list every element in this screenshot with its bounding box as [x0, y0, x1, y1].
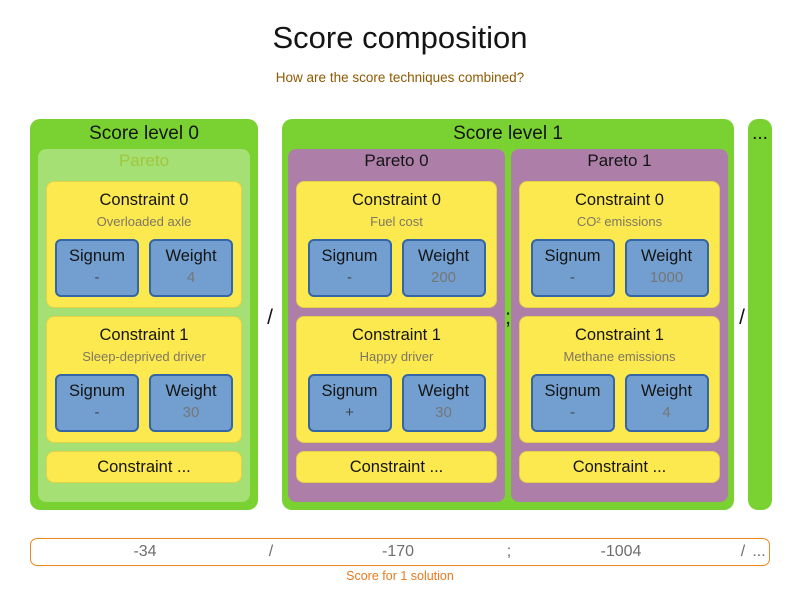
constraint-subtitle: Methane emissions: [563, 349, 676, 364]
constraint-more-box: Constraint ...: [519, 451, 720, 483]
weight-value: 30: [435, 404, 452, 421]
signum-weight-row: Signum - Weight 30: [47, 374, 241, 432]
constraint-subtitle: CO² emissions: [576, 214, 663, 229]
weight-value: 1000: [649, 269, 684, 286]
constraint-subtitle: Fuel cost: [370, 214, 423, 229]
score-bar: -34 / -170 ; -1004 / ...: [30, 538, 770, 566]
weight-label: Weight: [165, 382, 217, 400]
weight-value: 4: [186, 269, 196, 286]
score-separator: /: [740, 543, 746, 560]
weight-label: Weight: [417, 247, 470, 265]
weight-value: 4: [662, 404, 671, 421]
signum-label: Signum: [544, 247, 601, 265]
score-value-level0: -34: [133, 543, 157, 560]
weight-box: Weight 30: [401, 374, 486, 432]
signum-box: Signum -: [530, 374, 615, 432]
signum-value: -: [94, 404, 100, 421]
signum-box: Signum -: [530, 239, 615, 297]
constraint-more-title: Constraint ...: [97, 458, 191, 476]
signum-weight-row: Signum - Weight 4: [520, 374, 719, 432]
signum-value: -: [570, 404, 575, 421]
page-subtitle: How are the score techniques combined?: [275, 70, 525, 85]
weight-box: Weight 4: [624, 374, 709, 432]
constraint-box: Constraint 1 Happy driver Signum + Weigh…: [296, 316, 497, 443]
score-value-pareto1: -1004: [600, 543, 642, 560]
signum-label: Signum: [544, 382, 601, 400]
constraint-subtitle: Sleep-deprived driver: [82, 349, 206, 364]
weight-value: 200: [430, 269, 457, 286]
constraint-title: Constraint 0: [99, 191, 189, 209]
score-bar-caption: Score for 1 solution: [346, 569, 454, 583]
constraint-title: Constraint 0: [575, 191, 664, 209]
pareto-label: Pareto: [118, 151, 170, 170]
constraint-more-title: Constraint ...: [572, 458, 667, 476]
pareto-0-label: Pareto 0: [364, 151, 429, 170]
pareto-0-box: Pareto 0 Constraint 0 Fuel cost Signum -…: [288, 149, 505, 502]
score-level-0-label: Score level 0: [89, 123, 199, 144]
constraint-title: Constraint 1: [99, 326, 189, 344]
score-separator: /: [268, 543, 274, 560]
pareto-row: Pareto 0 Constraint 0 Fuel cost Signum -…: [282, 149, 734, 502]
score-value-more: ...: [752, 543, 766, 560]
score-level-more-label: ...: [752, 123, 768, 144]
page-title: Score composition: [272, 20, 528, 55]
signum-value: +: [345, 404, 354, 421]
pareto-1-label: Pareto 1: [587, 151, 652, 170]
pareto-box: Pareto Constraint 0 Overloaded axle Sign…: [38, 149, 250, 502]
score-separator: ;: [506, 543, 512, 560]
signum-weight-row: Signum + Weight 30: [297, 374, 496, 432]
signum-label: Signum: [69, 382, 125, 400]
weight-box: Weight 30: [149, 374, 233, 432]
signum-label: Signum: [321, 382, 378, 400]
score-level-1-label: Score level 1: [453, 123, 563, 144]
pareto-separator: ;: [505, 306, 511, 329]
level-separator: /: [267, 306, 273, 329]
signum-box: Signum -: [55, 239, 139, 297]
signum-label: Signum: [69, 247, 125, 265]
constraint-subtitle: Overloaded axle: [96, 214, 192, 229]
constraint-title: Constraint 0: [352, 191, 441, 209]
signum-value: -: [94, 269, 100, 286]
constraint-box: Constraint 1 Methane emissions Signum - …: [519, 316, 720, 443]
weight-box: Weight 4: [149, 239, 233, 297]
constraint-subtitle: Happy driver: [359, 349, 434, 364]
signum-box: Signum +: [307, 374, 392, 432]
score-value-pareto0: -170: [381, 543, 415, 560]
pareto-1-box: Pareto 1 Constraint 0 CO² emissions Sign…: [511, 149, 728, 502]
weight-value: 30: [182, 404, 200, 421]
score-level-0-box: Score level 0 Pareto Constraint 0 Overlo…: [30, 119, 258, 510]
weight-label: Weight: [640, 247, 693, 265]
constraint-more-title: Constraint ...: [349, 458, 444, 476]
signum-weight-row: Signum - Weight 200: [297, 239, 496, 297]
score-level-more-box: ...: [748, 119, 772, 510]
constraint-more-box: Constraint ...: [296, 451, 497, 483]
weight-box: Weight 200: [401, 239, 486, 297]
constraint-box: Constraint 1 Sleep-deprived driver Signu…: [46, 316, 242, 443]
signum-weight-row: Signum - Weight 4: [47, 239, 241, 297]
signum-weight-row: Signum - Weight 1000: [520, 239, 719, 297]
signum-value: -: [570, 269, 575, 286]
weight-label: Weight: [640, 382, 693, 400]
constraint-box: Constraint 0 Overloaded axle Signum - We…: [46, 181, 242, 308]
weight-label: Weight: [165, 247, 217, 265]
level-separator: /: [739, 306, 745, 329]
weight-label: Weight: [417, 382, 470, 400]
signum-box: Signum -: [55, 374, 139, 432]
constraint-title: Constraint 1: [575, 326, 664, 344]
signum-box: Signum -: [307, 239, 392, 297]
signum-label: Signum: [321, 247, 378, 265]
constraint-box: Constraint 0 CO² emissions Signum - Weig…: [519, 181, 720, 308]
score-level-1-box: Score level 1 Pareto 0 Constraint 0 Fuel…: [282, 119, 734, 510]
signum-value: -: [347, 269, 352, 286]
constraint-title: Constraint 1: [352, 326, 441, 344]
weight-box: Weight 1000: [624, 239, 709, 297]
constraint-box: Constraint 0 Fuel cost Signum - Weight 2…: [296, 181, 497, 308]
constraint-more-box: Constraint ...: [46, 451, 242, 483]
